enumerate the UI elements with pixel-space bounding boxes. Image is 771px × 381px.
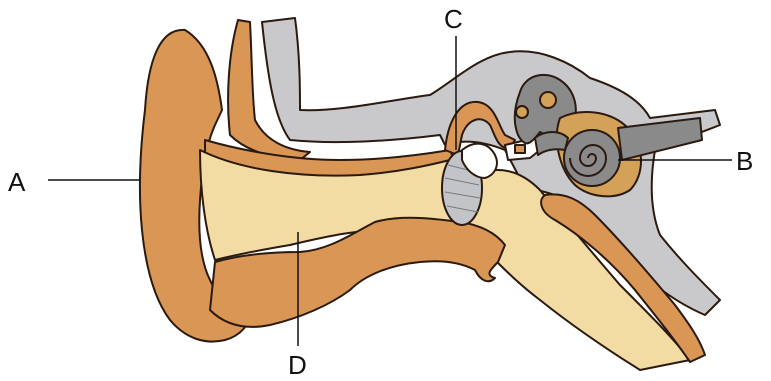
cochlea (564, 130, 620, 186)
label-c: C (444, 4, 463, 34)
label-a: A (8, 167, 26, 197)
label-d: D (288, 350, 307, 380)
semicircular-canal-hole (540, 92, 556, 108)
label-b: B (736, 146, 753, 176)
ossicle-stapes-hole (515, 145, 525, 153)
semicircular-canal-hole-2 (516, 106, 528, 118)
